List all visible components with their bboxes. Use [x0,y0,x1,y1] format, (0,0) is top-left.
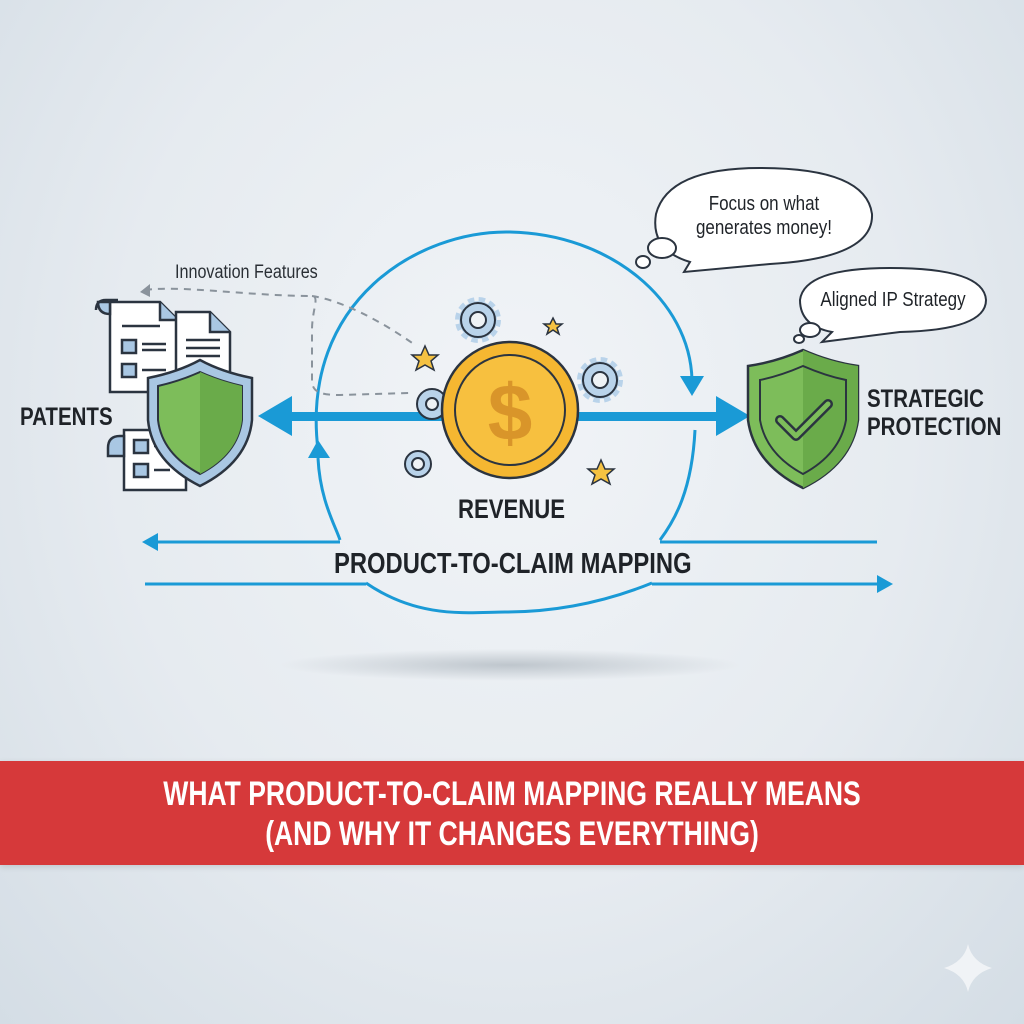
dashed-arrow-tip-icon [140,284,150,297]
star-icon [541,316,565,336]
patents-label: PATENTS [20,403,113,431]
bubble-money-line1: Focus on what [708,193,820,215]
innovation-dashed-path [144,287,416,397]
revenue-label: REVENUE [458,494,566,524]
star-icon [409,344,441,372]
innovation-features-label: Innovation Features [175,262,318,283]
svg-text:$: $ [488,368,533,457]
title-banner: WHAT PRODUCT-TO-CLAIM MAPPING REALLY MEA… [0,761,1024,865]
product-to-claim-mapping-label: PRODUCT-TO-CLAIM MAPPING [334,548,692,580]
thought-bubble-money [635,166,874,274]
strategic-label: STRATEGIC [867,385,984,413]
cycle-circle [314,230,697,615]
protection-label: PROTECTION [867,413,1002,441]
banner-title-line2: (AND WHY IT CHANGES EVERYTHING) [265,815,759,853]
bubble-money-line2: generates money! [695,217,833,239]
dollar-coin-icon: $ [440,340,580,480]
mapping-arrows [145,540,880,586]
star-icon [585,458,617,486]
shield-check-icon [746,348,860,490]
floor-shadow [280,649,740,681]
thought-bubble-strategy [793,266,988,344]
gear-icon [404,450,432,478]
sparkle-watermark-icon [944,944,992,992]
banner-title-line1: WHAT PRODUCT-TO-CLAIM MAPPING REALLY MEA… [163,775,861,813]
bubble-money-text: Focus on what generates money! [679,192,849,240]
arrow-left-icon [142,533,158,551]
arrowhead-down-icon [680,376,704,396]
gear-icon [577,357,623,403]
shield-icon [146,358,254,488]
gear-icon [455,297,501,343]
arrowhead-up-icon [308,440,330,458]
arrow-right-icon [877,575,893,593]
bubble-strategy-text: Aligned IP Strategy [820,289,966,311]
